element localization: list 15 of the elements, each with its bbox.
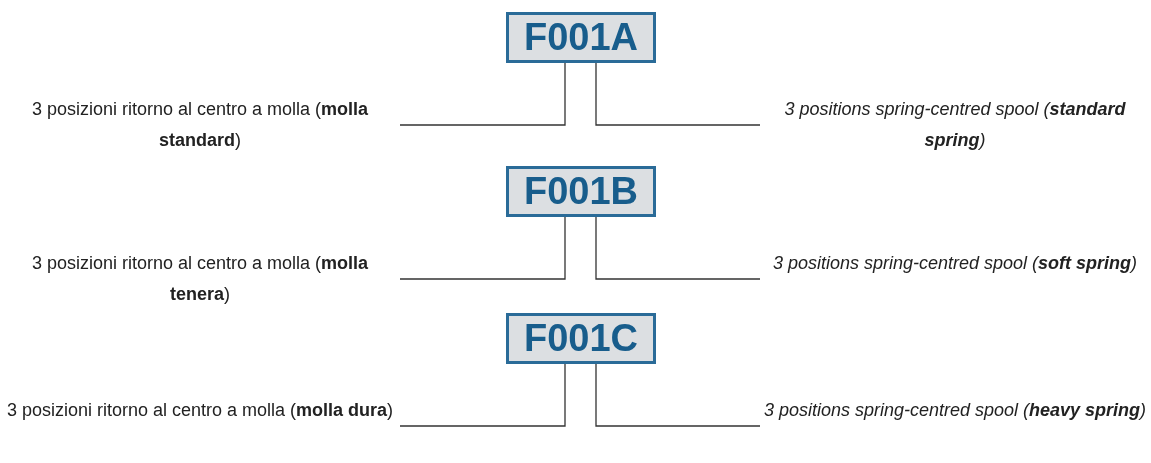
- description-text: 3 posizioni ritorno al centro a molla (molla standard): [0, 94, 400, 156]
- description-text: 3 positions spring-centred spool (standard spring): [760, 94, 1150, 156]
- description-text: 3 positions spring-centred spool (heavy spring): [760, 395, 1150, 426]
- description-text: 3 posizioni ritorno al centro a molla (molla dura): [0, 395, 400, 426]
- code-label-box: F001B: [506, 166, 656, 217]
- code-label-box: F001A: [506, 12, 656, 63]
- leader-line: [399, 62, 566, 126]
- leader-line: [595, 62, 761, 126]
- leader-line: [399, 363, 566, 427]
- leader-line: [595, 216, 761, 280]
- leader-line: [595, 363, 761, 427]
- description-text: 3 posizioni ritorno al centro a molla (molla tenera): [0, 248, 400, 310]
- code-label-box: F001C: [506, 313, 656, 364]
- leader-line: [399, 216, 566, 280]
- description-text: 3 positions spring-centred spool (soft spring): [760, 248, 1150, 279]
